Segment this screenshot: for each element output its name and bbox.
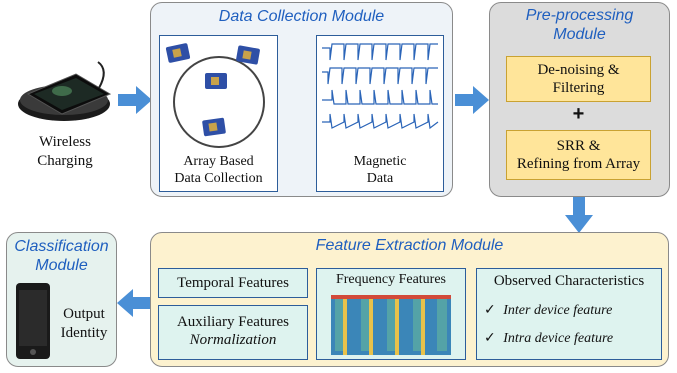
- sensor-board-icon: [205, 73, 227, 89]
- magnetic-label-line1: Magnetic: [353, 154, 407, 169]
- srr-label-line2: Refining from Array: [516, 156, 641, 172]
- spectrogram-image: [331, 295, 451, 355]
- feature-extraction-title: Feature Extraction Module: [315, 237, 504, 254]
- intra-device-feature: Intra device feature: [503, 331, 614, 346]
- sensor-array-illustration: [165, 43, 265, 148]
- srr-label-line1: SRR &: [556, 138, 601, 154]
- wireless-label-line1: Wireless: [39, 134, 91, 150]
- denoise-filter-box: De-noising & Filtering: [506, 56, 651, 102]
- sensor-board-icon: [202, 117, 226, 137]
- classification-title-line1: Classification: [14, 238, 109, 255]
- sensor-board-icon: [165, 43, 191, 63]
- output-label-line1: Output: [63, 306, 105, 322]
- inter-device-feature: Inter device feature: [503, 303, 613, 318]
- normalization-label: Normalization: [189, 332, 277, 348]
- arrow-preprocessing-to-features: [565, 197, 593, 233]
- denoise-label-line2: Filtering: [552, 80, 605, 96]
- observed-characteristics-box: [476, 268, 662, 360]
- auxiliary-label: Auxiliary Features: [176, 314, 290, 330]
- magnetic-waveform-plot: [322, 43, 439, 130]
- arrow-collection-to-preprocessing: [455, 86, 489, 114]
- array-collection-panel: [159, 35, 278, 192]
- output-label-line2: Identity: [60, 325, 108, 341]
- check-icon: ✓: [484, 330, 496, 346]
- phone-icon: [16, 283, 50, 359]
- temporal-features-box: Temporal Features: [158, 268, 308, 298]
- check-icon: ✓: [484, 302, 496, 318]
- arrow-wireless-to-collection: [118, 86, 152, 114]
- wireless-charger-phone-icon: [18, 61, 112, 121]
- preprocessing-title-line2: Module: [553, 26, 606, 43]
- array-label-line2: Data Collection: [174, 171, 263, 186]
- arrow-features-to-classification: [117, 289, 151, 317]
- observed-characteristics-label: Observed Characteristics: [493, 273, 645, 289]
- data-collection-title: Data Collection Module: [218, 8, 385, 25]
- srr-refining-box: SRR & Refining from Array: [506, 130, 651, 180]
- magnetic-label-line2: Data: [366, 171, 394, 186]
- array-label-line1: Array Based: [183, 154, 254, 169]
- auxiliary-features-box: Auxiliary Features Normalization: [158, 305, 308, 360]
- denoise-label-line1: De-noising &: [537, 62, 620, 78]
- plus-sign: +: [572, 103, 585, 125]
- classification-title-line2: Module: [35, 257, 88, 274]
- magnetic-data-panel: [316, 35, 444, 192]
- preprocessing-title-line1: Pre-processing: [525, 7, 634, 24]
- wireless-label-line2: Charging: [37, 153, 93, 169]
- frequency-features-label: Frequency Features: [335, 272, 447, 287]
- sensor-board-icon: [236, 45, 260, 65]
